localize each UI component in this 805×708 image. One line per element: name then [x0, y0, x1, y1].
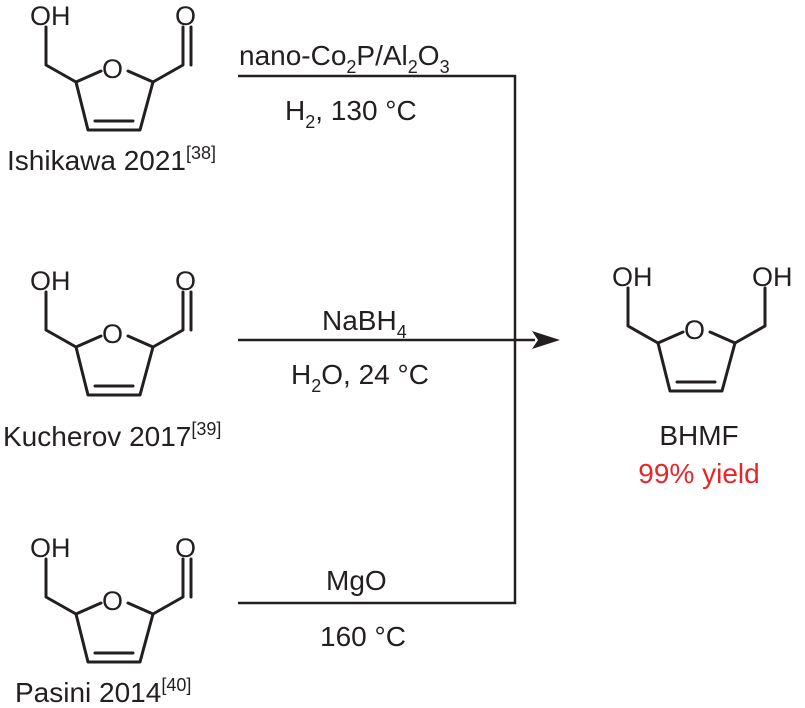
condition-label-1: H2, 130 °C [285, 95, 417, 132]
product-yield: 99% yield [638, 458, 759, 489]
hydroxyl-label: OH [30, 533, 71, 563]
reactant-hmf-kucherov: OH O O [30, 266, 196, 397]
ring-oxygen-label: O [684, 315, 705, 345]
reaction-arrowhead [532, 331, 560, 349]
carbonyl-oxygen-label: O [175, 1, 196, 31]
hydroxyl-label: OH [752, 262, 793, 292]
reagent-label-1: nano-Co2P/Al2O3 [239, 40, 450, 77]
hydroxyl-label: OH [612, 262, 653, 292]
ring-oxygen-label: O [102, 54, 123, 84]
reagent-label-2: NaBH4 [322, 305, 407, 342]
condition-label-2: H2O, 24 °C [291, 359, 429, 396]
citation-pasini: Pasini 2014[40] [15, 675, 191, 708]
ring-oxygen-label: O [102, 319, 123, 349]
reactant-hmf-ishikawa: OH O O [30, 1, 196, 132]
condition-label-3: 160 °C [320, 621, 406, 652]
reactant-hmf-pasini: OH O O [30, 533, 196, 664]
carbonyl-oxygen-label: O [175, 533, 196, 563]
hydroxyl-label: OH [30, 266, 71, 296]
citation-kucherov: Kucherov 2017[39] [3, 419, 221, 452]
product-name: BHMF [659, 420, 738, 451]
carbonyl-oxygen-label: O [175, 266, 196, 296]
reagent-label-3: MgO [326, 565, 387, 596]
citation-ishikawa: Ishikawa 2021[38] [7, 143, 216, 176]
ring-oxygen-label: O [102, 586, 123, 616]
product-bhmf: OH O OH [612, 262, 793, 393]
hydroxyl-label: OH [30, 1, 71, 31]
